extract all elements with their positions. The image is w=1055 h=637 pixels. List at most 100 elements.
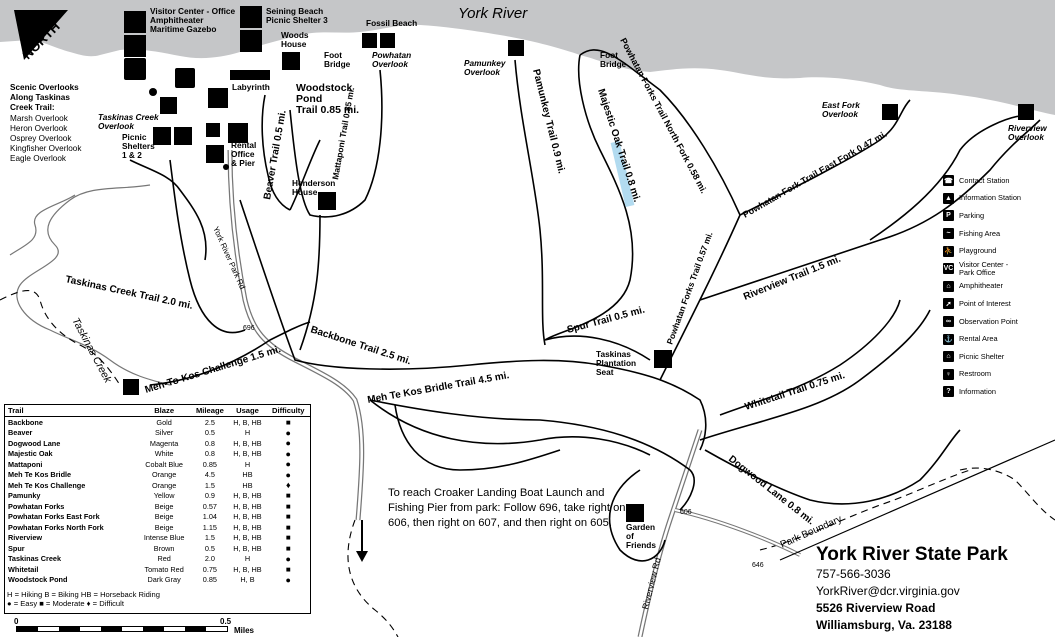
pamunkey-trail-label: Pamunkey Trail 0.9 mi. — [530, 68, 567, 175]
trail-blaze-cell: Gold — [156, 417, 172, 427]
whitetail-trail-label: Whitetail Trail 0.75 mi. — [744, 370, 847, 413]
york-river — [0, 0, 1055, 115]
trail-blaze-cell: White — [154, 449, 174, 459]
fossil-beach-poi-icon — [380, 33, 395, 48]
scenic-overlooks-title: Scenic Overlooks Along Taskinas Creek Tr… — [10, 83, 79, 113]
trail-usage-cell: H, B, HB — [233, 522, 262, 532]
mattaponi-trail — [289, 69, 383, 218]
trail-mileage-cell: 0.5 — [204, 543, 215, 553]
visitor-center-poi-icon — [124, 11, 146, 33]
trail-trail-cell: Majestic Oak — [8, 449, 53, 459]
park-phone[interactable]: 757-566-3036 — [816, 567, 891, 581]
trail-table-header-cell: Difficulty — [266, 405, 310, 417]
taskinas-creek-line-2 — [9, 194, 76, 256]
route-696-label: 696 — [243, 325, 255, 332]
icon-legend-label: Observation Point — [959, 316, 1018, 326]
bridle-loop-south — [369, 399, 651, 456]
icon-legend-item: ♀Restroom — [943, 366, 1021, 384]
difficulty-moderate-icon: ■ — [285, 543, 291, 553]
trail-blaze-cell: Orange — [151, 480, 177, 490]
trail-blaze-cell: Cobalt Blue — [145, 459, 183, 469]
trail-usage-cell: HB — [242, 480, 253, 490]
trail-usage-cell: H, B, HB — [233, 501, 262, 511]
rental-anchor-icon — [228, 123, 248, 143]
henderson-link — [299, 214, 321, 351]
trail-table-header-cell: Usage — [228, 405, 267, 417]
trail-mileage-cell: 0.9 — [204, 491, 215, 501]
riverview-overlook-icon — [1018, 104, 1034, 120]
trail-table-header-cell: Mileage — [191, 405, 229, 417]
icon-legend-label: Restroom — [959, 369, 992, 379]
north-arrow-icon — [14, 10, 68, 60]
difficulty-moderate-icon: ■ — [285, 533, 291, 543]
difficulty-easy-icon: ● — [285, 459, 291, 470]
amphitheater-icon — [230, 70, 270, 80]
icon-legend-item: ⌂Amphitheater — [943, 278, 1021, 296]
trail-blaze-cell: Orange — [151, 470, 177, 480]
backbone-trail-label: Backbone Trail 2.5 mi. — [309, 324, 413, 367]
trailhead-dot — [149, 88, 157, 96]
park-address-line2: Williamsburg, Va. 23188 — [816, 618, 952, 632]
trail-usage-cell: H — [244, 459, 251, 469]
backbone-trail — [239, 199, 707, 451]
directions-text: To reach Croaker Landing Boat Launch and… — [388, 487, 626, 529]
usage-key: H = Hiking B = Biking HB = Horseback Rid… — [7, 590, 160, 599]
parking-icon: P — [943, 210, 954, 222]
trail-trail-cell: Riverview — [8, 533, 43, 543]
river-label: York River — [458, 5, 528, 22]
trail-blaze-cell: Tomato Red — [144, 564, 184, 574]
trail-usage-cell: HB — [242, 470, 253, 480]
powhatan-east-fork — [739, 99, 911, 216]
trail-trail-cell: Beaver — [8, 428, 33, 438]
scale-mid: 0.5 — [220, 617, 232, 626]
difficulty-key: ● = Easy ■ = Moderate ♦ = Difficult — [7, 599, 124, 609]
labyrinth-poi-icon — [208, 88, 228, 108]
scale-unit: Miles — [234, 626, 255, 635]
trail-mileage-cell: 4.5 — [204, 470, 215, 480]
trail-blaze-cell: Silver — [155, 428, 174, 438]
rental-restroom-icon — [206, 123, 220, 137]
difficulty-easy-icon: ● — [285, 448, 291, 459]
trail-mileage-cell: 0.5 — [204, 428, 215, 438]
park-email[interactable]: YorkRiver@dcr.virginia.gov — [816, 584, 960, 598]
scenic-overlook-item: Eagle Overlook — [10, 154, 66, 164]
icon-legend-label: Contact Station — [959, 175, 1010, 185]
powhatan-forks-label: Powhatan Forks Trail 0.57 mi. — [664, 230, 714, 345]
picnic-restroom-icon — [160, 97, 177, 114]
park-address-line1: 5526 Riverview Road — [816, 601, 936, 615]
trail-table-header-cell: Trail — [5, 405, 137, 417]
trail-mileage-cell: 1.15 — [202, 522, 217, 532]
beaver-trail — [261, 94, 291, 211]
rental-icon: ⚓ — [943, 333, 954, 345]
spur-trail-label: Spur Trail 0.5 mi. — [566, 305, 646, 336]
trail-blaze-cell: Magenta — [149, 438, 179, 448]
woods-house-poi-icon — [282, 52, 300, 70]
trail-blaze-cell: Intense Blue — [143, 533, 185, 543]
icon-legend-label: Information — [959, 386, 996, 396]
meh-te-kos-bridle — [369, 399, 695, 511]
trail-mileage-cell: 2.0 — [204, 554, 215, 564]
trail-usage-cell: H — [244, 554, 251, 564]
icon-legend-item: ⚓Rental Area — [943, 330, 1021, 348]
majestic-oak-highlight — [610, 140, 635, 208]
trail-blaze-cell: Beige — [154, 522, 174, 532]
icon-legend-label: Amphitheater — [959, 281, 1003, 291]
